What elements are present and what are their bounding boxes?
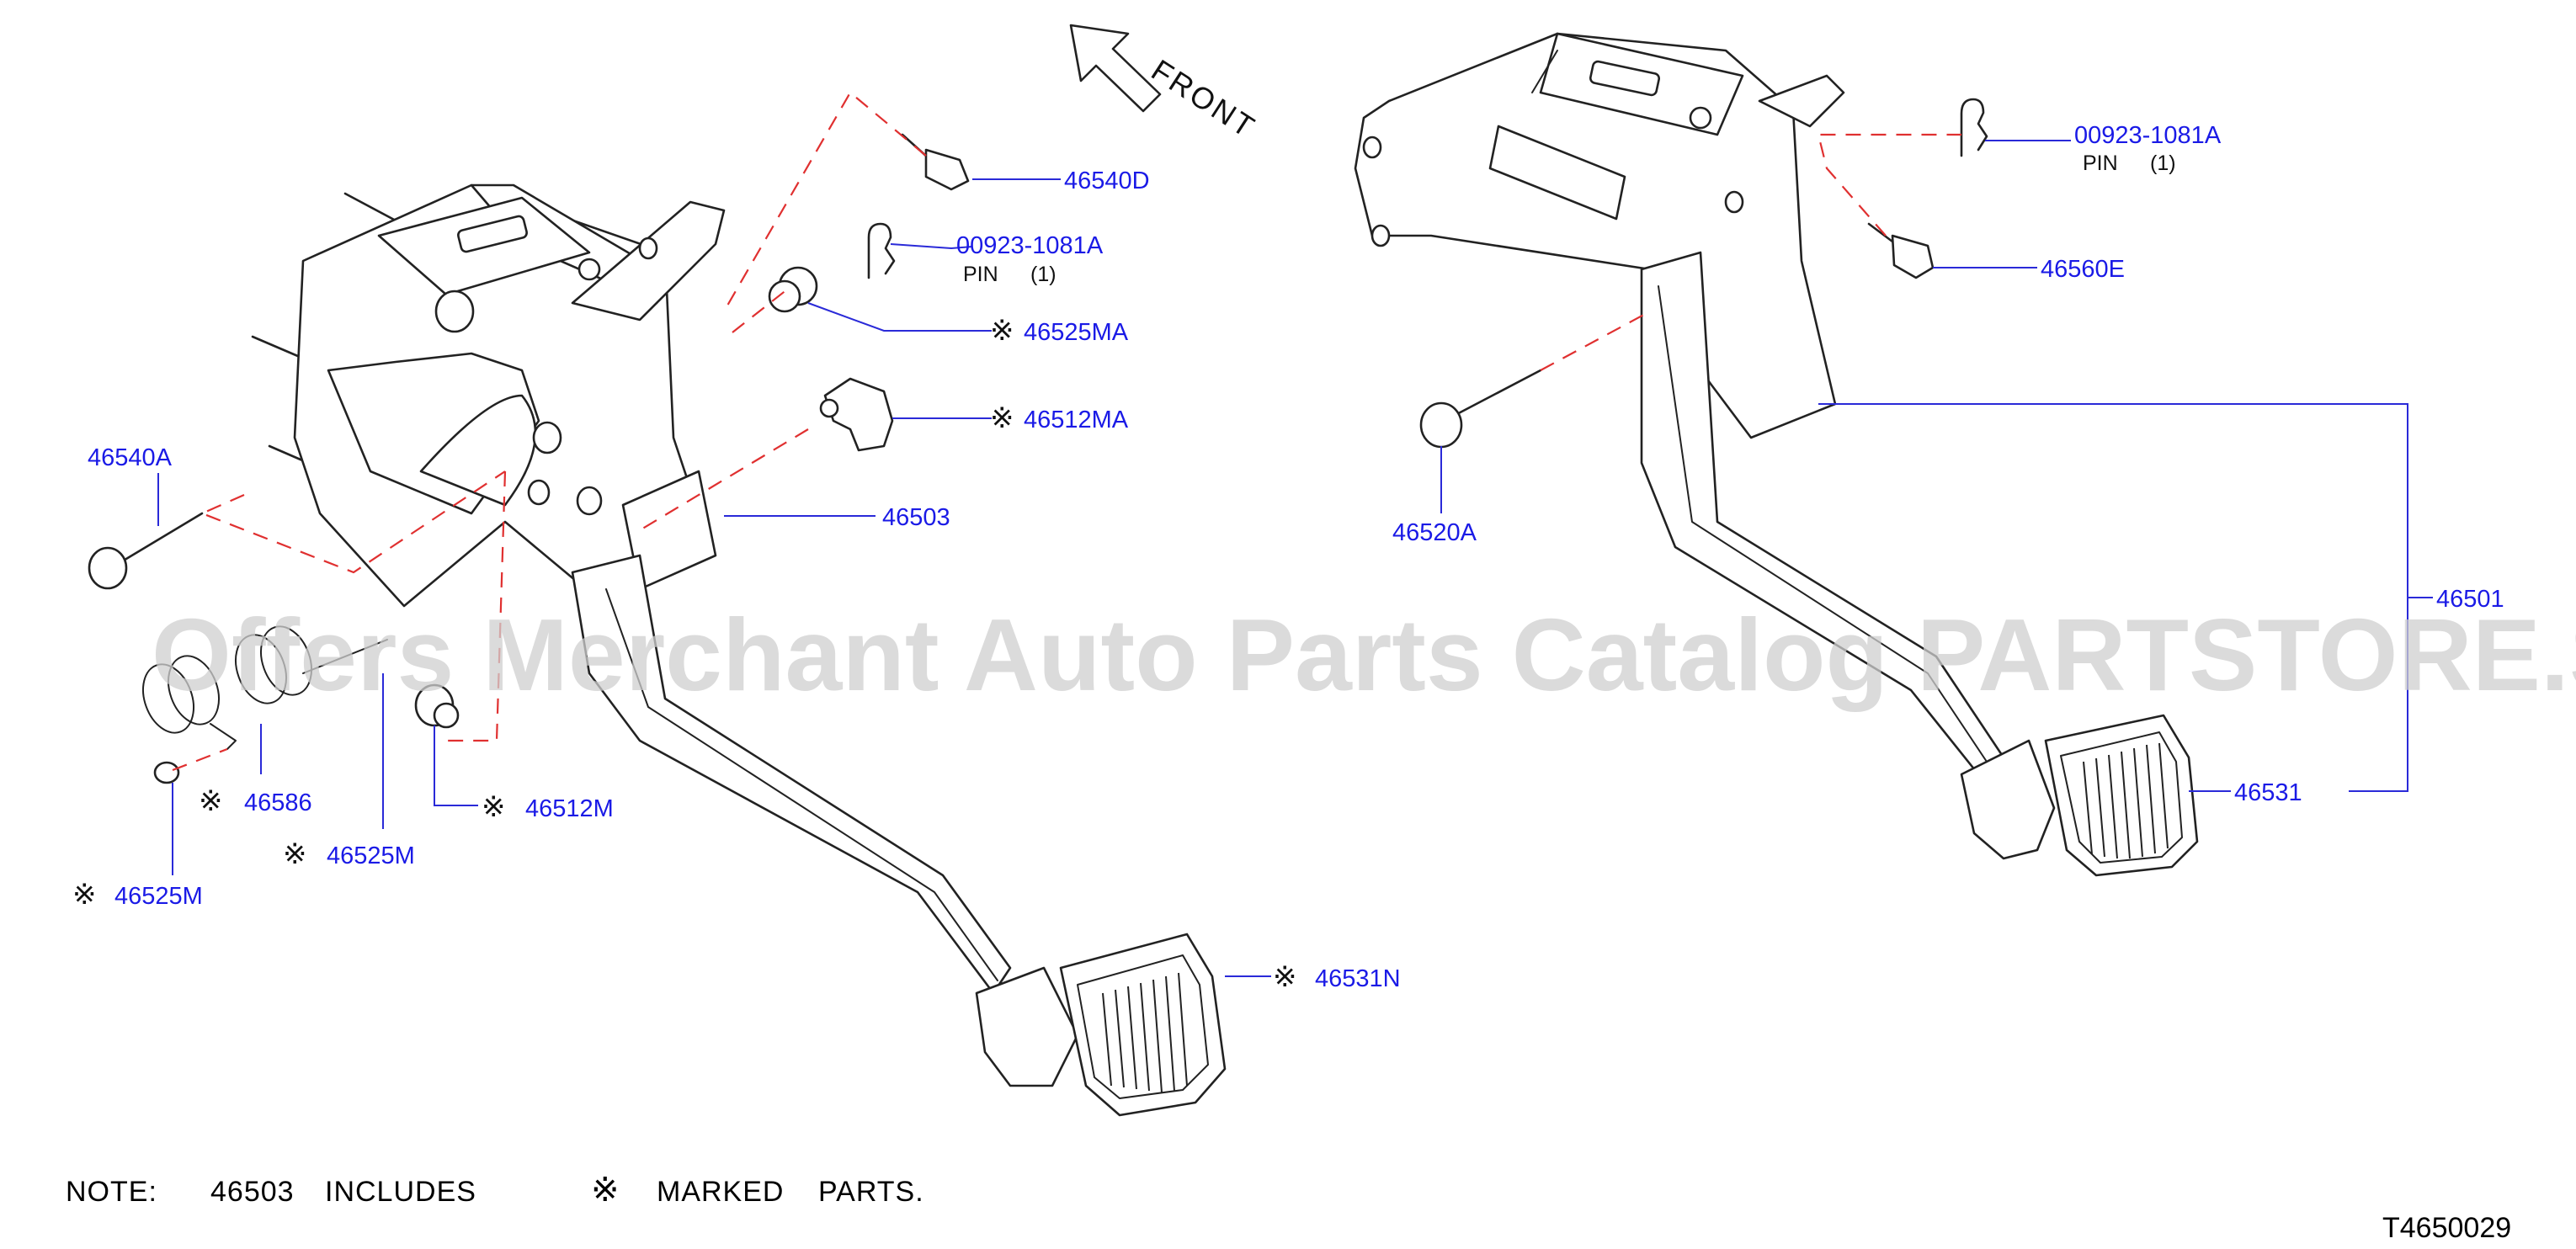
callout-46586: 46586 bbox=[244, 789, 312, 816]
dashed-guides bbox=[172, 91, 1961, 772]
bolt-46520A bbox=[1419, 369, 1542, 449]
leader-lines bbox=[157, 140, 2433, 977]
bolt-46540D bbox=[901, 133, 970, 191]
callout-00923-1081A-left: 00923-1081A bbox=[956, 232, 1104, 259]
pedal-pad-46531N bbox=[1059, 933, 1227, 1117]
callout-46525M-a: 46525M bbox=[327, 842, 415, 869]
watermark: Offers Merchant Auto Parts Catalog PARTS… bbox=[152, 598, 2576, 712]
note: NOTE: 46503 INCLUDES ※ MARKED PARTS. bbox=[66, 1172, 924, 1209]
front-label: FRONT bbox=[1146, 52, 1263, 145]
callout-46520A: 46520A bbox=[1392, 519, 1477, 546]
note-marked: MARKED bbox=[657, 1176, 784, 1208]
callout-labels: 46540D 00923-1081A PIN (1) ※ 46525MA ※ 4… bbox=[72, 122, 2504, 993]
callout-46501: 46501 bbox=[2436, 586, 2504, 613]
spring-46586 bbox=[142, 625, 388, 750]
front-arrow-icon bbox=[1069, 24, 1162, 113]
bolt-46560E bbox=[1867, 222, 1935, 279]
note-part: 46503 bbox=[210, 1176, 295, 1208]
callout-46540A: 46540A bbox=[88, 444, 173, 471]
right-assembly bbox=[1354, 32, 2199, 877]
note-parts: PARTS. bbox=[818, 1176, 924, 1208]
diagram-code: T4650029 bbox=[2382, 1212, 2511, 1244]
pin-right-qty: (1) bbox=[2150, 151, 2176, 175]
pedal-arm-left bbox=[571, 554, 1012, 995]
left-assembly bbox=[88, 133, 1227, 1117]
pin-left-qty: (1) bbox=[1030, 263, 1056, 286]
mark-46525M-b: ※ bbox=[72, 879, 97, 911]
callout-46503: 46503 bbox=[882, 504, 950, 531]
callout-46525M-b: 46525M bbox=[114, 883, 203, 910]
mark-46512MA: ※ bbox=[990, 402, 1014, 434]
bushing-46525MA bbox=[768, 266, 818, 313]
mark-46586: ※ bbox=[199, 785, 223, 817]
pin-left bbox=[867, 222, 896, 279]
callout-46531: 46531 bbox=[2234, 779, 2302, 806]
callout-46512MA: 46512MA bbox=[1024, 407, 1129, 433]
callout-46531N: 46531N bbox=[1315, 965, 1401, 992]
note-includes: INCLUDES bbox=[325, 1176, 476, 1208]
pedal-pad-46531 bbox=[2044, 714, 2199, 877]
mark-46525MA: ※ bbox=[990, 315, 1014, 347]
bumper-46512M bbox=[414, 683, 460, 729]
callout-46560E: 46560E bbox=[2041, 256, 2125, 283]
pin-right-label: PIN bbox=[2083, 151, 2118, 175]
callout-46512M: 46512M bbox=[525, 795, 614, 822]
bushing-46525M-small bbox=[153, 761, 180, 784]
callout-00923-1081A-right: 00923-1081A bbox=[2074, 122, 2222, 149]
pin-left-label: PIN bbox=[963, 263, 998, 286]
front-arrow: FRONT bbox=[1069, 24, 1263, 145]
mark-46525M-a: ※ bbox=[283, 838, 307, 870]
callout-46540D: 46540D bbox=[1064, 167, 1150, 194]
bolt-46540A bbox=[88, 512, 204, 590]
callout-46525MA: 46525MA bbox=[1024, 319, 1129, 346]
mark-46531N: ※ bbox=[1273, 961, 1297, 993]
clip-46512MA bbox=[819, 377, 894, 452]
mark-46512M: ※ bbox=[482, 791, 506, 823]
note-mark: ※ bbox=[591, 1172, 620, 1209]
note-prefix: NOTE: bbox=[66, 1176, 157, 1208]
pin-right bbox=[1960, 98, 1988, 157]
